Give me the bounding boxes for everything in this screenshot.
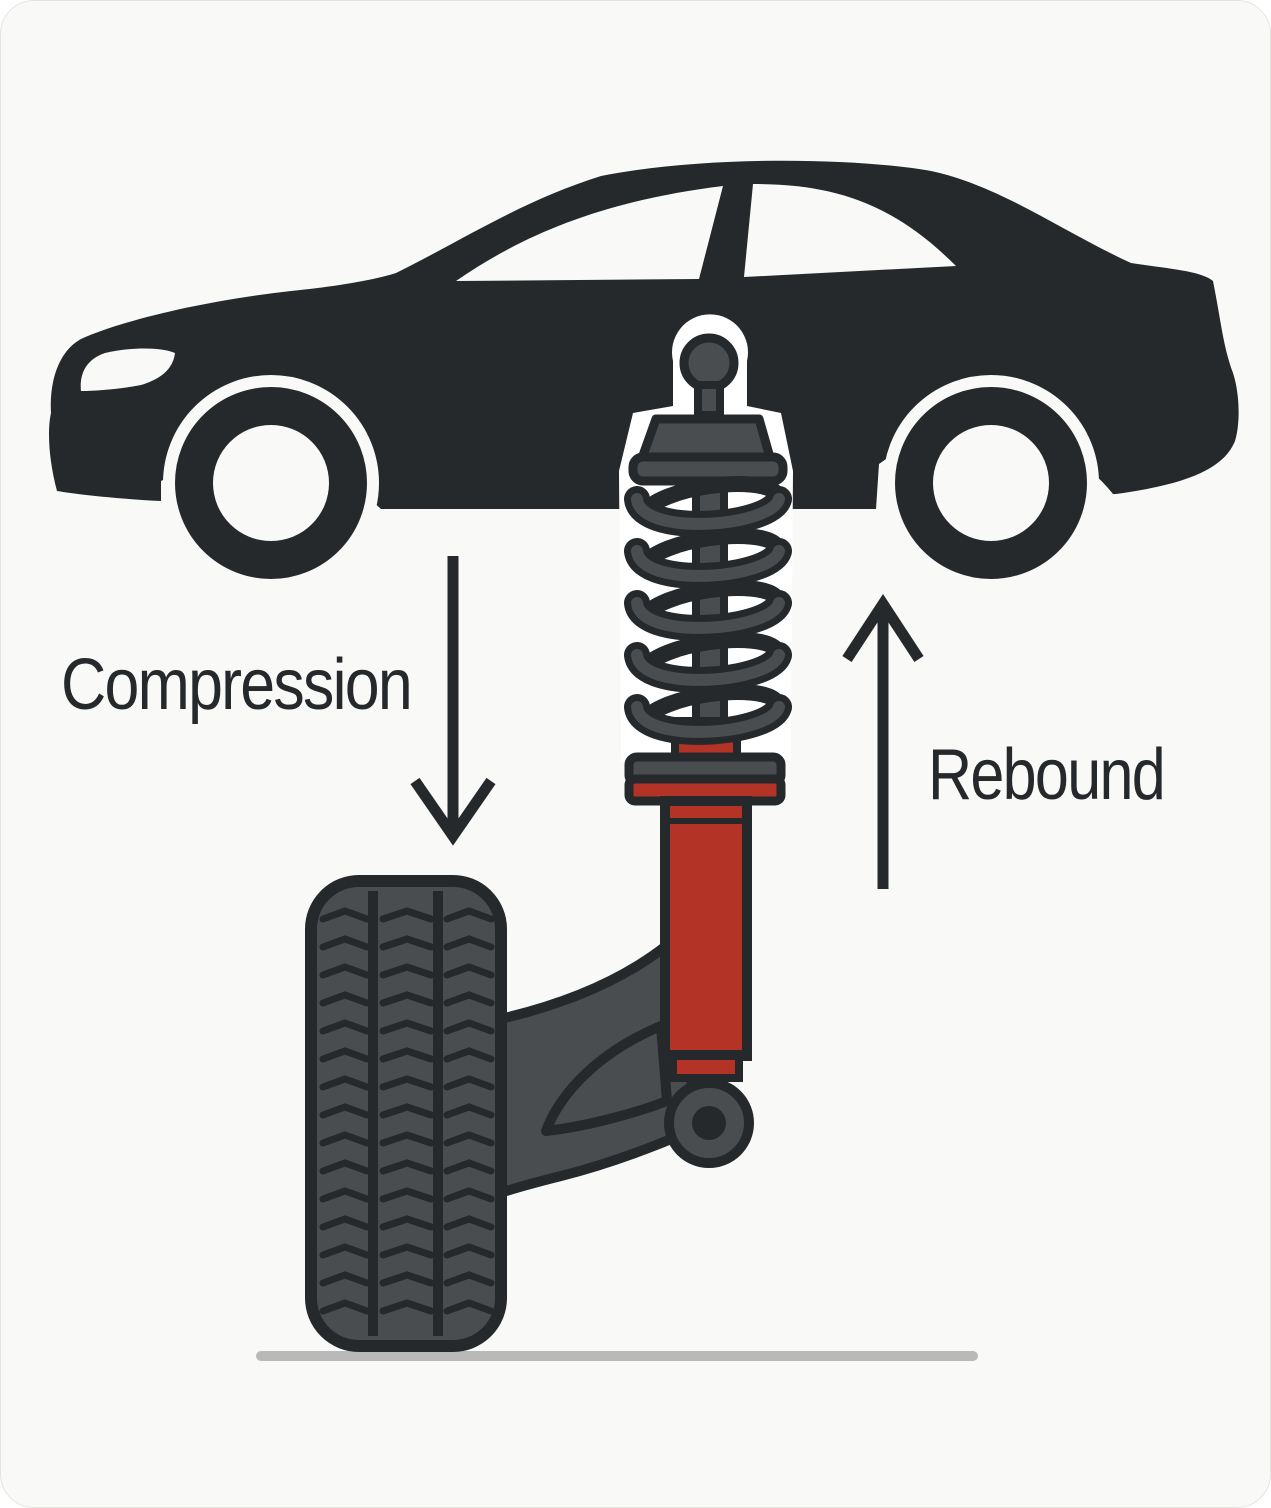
- arrow-up-icon: [842, 593, 924, 889]
- spring-coil-highlight: [631, 701, 785, 738]
- tire-tread-mark: [443, 1075, 495, 1091]
- tire-tread-mark: [443, 907, 495, 923]
- tire-tread-mark: [443, 1159, 495, 1175]
- tire-tread-mark: [319, 1131, 371, 1147]
- tire-tread-mark: [379, 1131, 435, 1147]
- tire-tread-mark: [319, 963, 371, 979]
- top-mount-ball: [679, 333, 739, 393]
- spring-coil-highlight: [631, 493, 785, 530]
- tire-tread-mark: [443, 1299, 495, 1315]
- tire-tread-mark: [443, 1019, 495, 1035]
- tire-tread-mark: [379, 1019, 435, 1035]
- tire-tread-mark: [379, 1243, 435, 1259]
- car-front-window: [744, 184, 956, 277]
- spring-coil-highlight: [631, 545, 785, 582]
- tire-tread-mark: [319, 1215, 371, 1231]
- tire-tread-mark: [319, 935, 371, 951]
- tire-tread-mark: [443, 1187, 495, 1203]
- lower-mount-inner: [692, 1106, 726, 1140]
- shock-body: [660, 796, 752, 1061]
- tire-tread-mark: [379, 1299, 435, 1315]
- tire-tread-mark: [379, 1271, 435, 1287]
- shock-body-bottom: [669, 1052, 743, 1082]
- tire-tread-mark: [379, 1075, 435, 1091]
- tire-tread-mark: [319, 1019, 371, 1035]
- tire-tread-mark: [379, 1159, 435, 1175]
- tire-tread-mark: [379, 991, 435, 1007]
- control-arm-icon: [486, 941, 754, 1201]
- tire-tread-mark: [379, 1215, 435, 1231]
- arrow-down-icon: [410, 556, 496, 846]
- tire-tread-mark: [443, 935, 495, 951]
- tire-tread-mark: [319, 1299, 371, 1315]
- tire-treads: [319, 907, 495, 1315]
- tire-tread-mark: [443, 1215, 495, 1231]
- tire-tread-mark: [319, 1047, 371, 1063]
- tire-tread-mark: [379, 907, 435, 923]
- tire-tread-mark: [319, 907, 371, 923]
- compression-label: Compression: [61, 645, 411, 725]
- tire-tread-mark: [319, 1243, 371, 1259]
- tire-tread-mark: [379, 1103, 435, 1119]
- car-icon: [49, 160, 1239, 591]
- tire-tread-mark: [443, 1103, 495, 1119]
- tire-tread-mark: [319, 991, 371, 1007]
- tire-tread-mark: [319, 1271, 371, 1287]
- tire-tread-mark: [319, 1103, 371, 1119]
- spring-coil-highlight: [631, 649, 785, 686]
- top-mount-stem: [694, 381, 724, 419]
- tire-tread-mark: [443, 991, 495, 1007]
- rebound-label: Rebound: [928, 735, 1164, 815]
- rear-wheel-rim: [213, 425, 329, 541]
- tire-tread-mark: [379, 1047, 435, 1063]
- tire-tread-mark: [443, 963, 495, 979]
- tire-tread-mark: [379, 935, 435, 951]
- car-rear-window: [456, 186, 723, 281]
- tire-tread-mark: [443, 1243, 495, 1259]
- tire-tread-mark: [319, 1159, 371, 1175]
- tire-tread-mark: [443, 1047, 495, 1063]
- car-headlight: [80, 348, 175, 391]
- spring-coil-highlight: [631, 597, 785, 634]
- tire-tread-mark: [379, 1187, 435, 1203]
- front-wheel-rim: [933, 425, 1049, 541]
- tire-tread-mark: [443, 1271, 495, 1287]
- tire-tread-mark: [443, 1131, 495, 1147]
- tire-tread-mark: [319, 1075, 371, 1091]
- tire-tread-mark: [319, 1187, 371, 1203]
- tire-tread-mark: [379, 963, 435, 979]
- tire-icon: [305, 875, 507, 1352]
- shock-absorber-icon: [619, 314, 793, 1082]
- coil-spring: [624, 476, 792, 745]
